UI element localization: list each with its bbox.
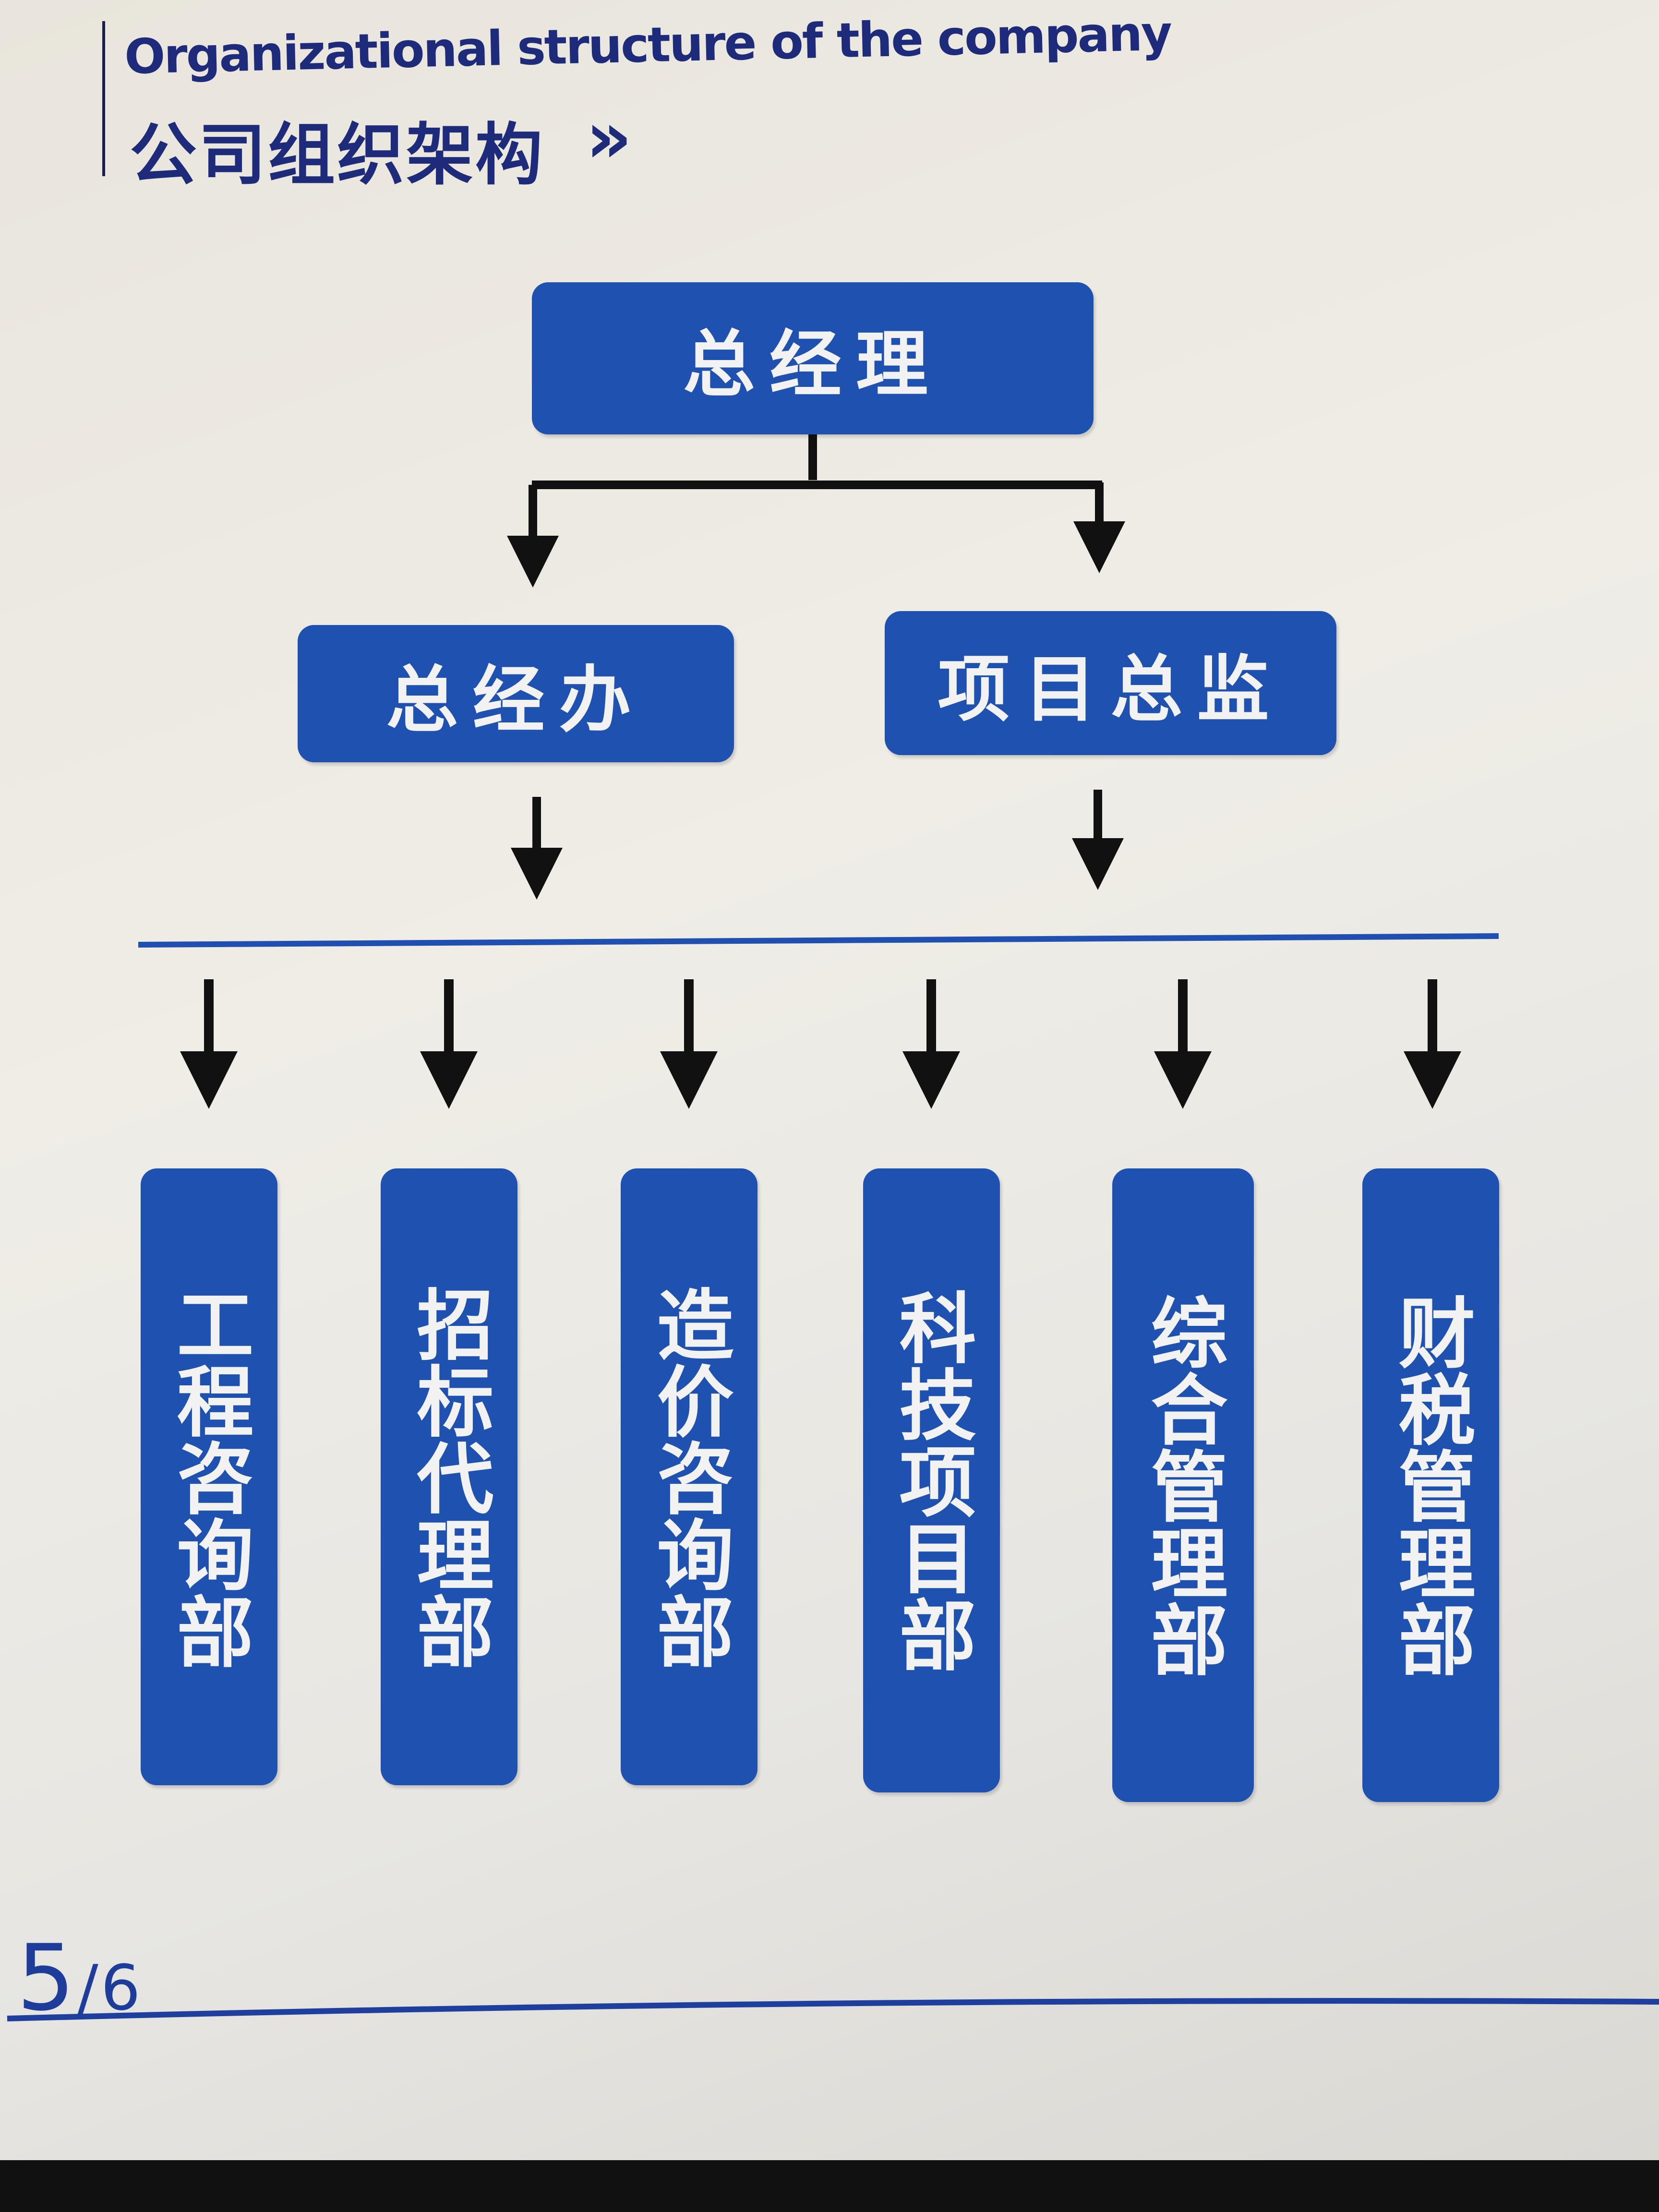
title-chinese: 公司组织架构: [130, 116, 545, 194]
page-separator: /: [77, 1951, 98, 2024]
page-current: 5: [17, 1925, 75, 2031]
footer-line: [7, 1998, 1659, 2021]
header-divider: [102, 21, 105, 176]
double-chevron-icon: »: [586, 96, 632, 180]
node-gm-office: 总经办: [298, 625, 734, 762]
dept-general-management: 综合管理部: [1112, 1168, 1254, 1802]
dept-finance-tax: 财税管理部: [1362, 1168, 1499, 1802]
dept-bidding-agency: 招标代理部: [381, 1168, 517, 1785]
dept-engineering-consulting: 工程咨询部: [141, 1168, 277, 1785]
connector-top: [532, 434, 1102, 489]
node-project-director: 项目总监: [885, 611, 1336, 755]
dept-cost-consulting: 造价咨询部: [621, 1168, 757, 1785]
node-general-manager: 总经理: [532, 282, 1094, 434]
distribution-line: [138, 933, 1499, 948]
page-total: 6: [100, 1951, 141, 2024]
dept-tech-projects: 科技项目部: [863, 1168, 1000, 1792]
page-indicator: 5 / 6: [17, 1925, 141, 2031]
background-edge: [0, 2160, 1659, 2212]
